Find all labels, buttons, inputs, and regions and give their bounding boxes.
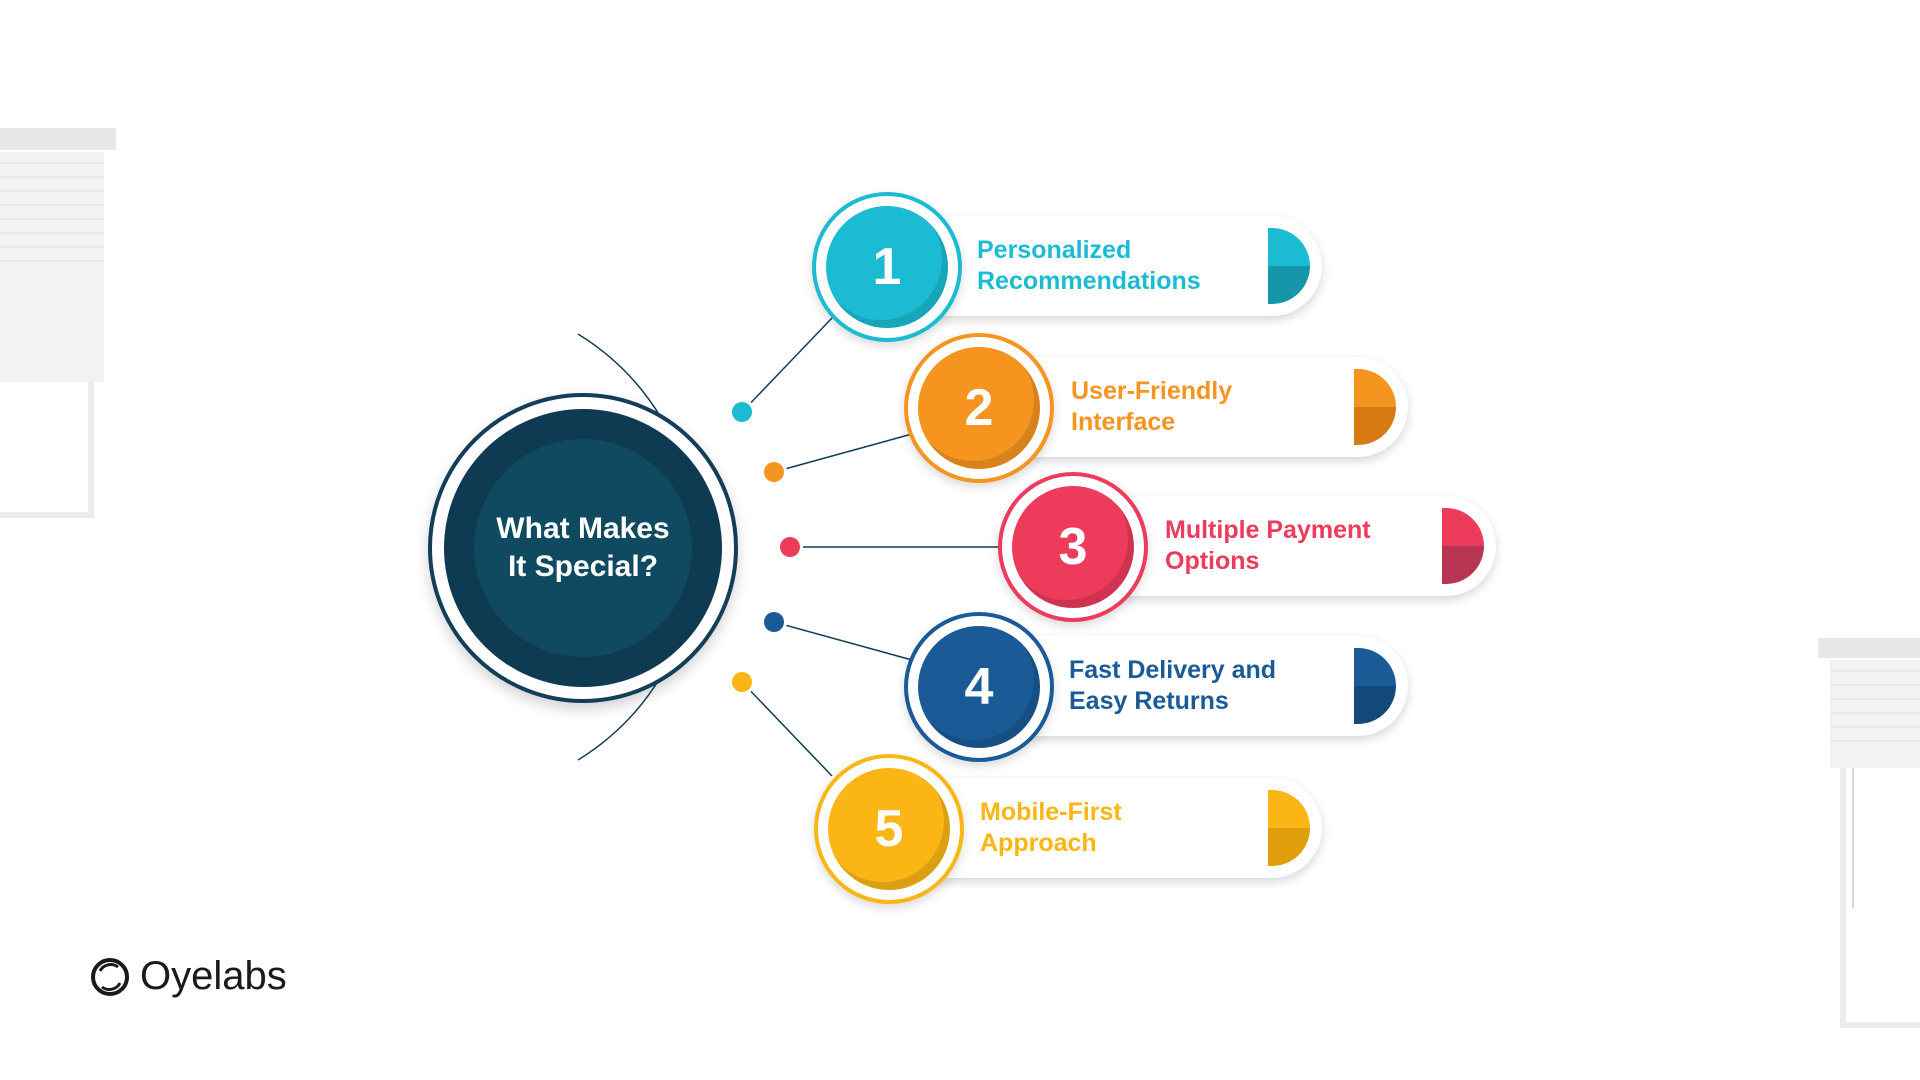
- connector-line-4: [773, 621, 913, 661]
- number-badge-2: 2: [904, 333, 1054, 483]
- brand-logo: Oyelabs: [88, 954, 287, 999]
- feature-item-1: Personalized Recommendations 1: [812, 192, 1322, 342]
- connector-dot-2: [764, 462, 784, 482]
- number-text-1: 1: [872, 238, 902, 296]
- feature-item-3: Multiple Payment Options 3: [998, 472, 1496, 622]
- feature-cap-3: [1442, 508, 1484, 584]
- number-text-2: 2: [964, 379, 994, 437]
- connector-line-5: [741, 681, 833, 777]
- connector-dot-5: [732, 672, 752, 692]
- window-blind-left: [0, 128, 116, 518]
- connector-dot-1: [732, 402, 752, 422]
- feature-cap-1: [1268, 228, 1310, 304]
- window-blind-right: [1818, 638, 1920, 1030]
- feature-label-2: User-Friendly Interface: [1071, 377, 1233, 436]
- feature-label-5: Mobile-First Approach: [980, 798, 1122, 857]
- brand-name: Oyelabs: [140, 954, 287, 998]
- diagram-title: What Makes It Special?: [496, 512, 670, 583]
- feature-item-4: Fast Delivery and Easy Returns 4: [904, 612, 1408, 762]
- connector-line-1: [741, 317, 833, 413]
- number-text-5: 5: [874, 800, 904, 858]
- oyelabs-logo-icon: [91, 957, 129, 996]
- feature-cap-2: [1354, 369, 1396, 445]
- number-badge-5: 5: [814, 754, 964, 904]
- feature-pill-2: User-Friendly Interface: [974, 357, 1408, 457]
- feature-item-5: Mobile-First Approach 5: [814, 754, 1322, 904]
- feature-item-2: User-Friendly Interface 2: [904, 333, 1408, 483]
- connector-dot-3: [780, 537, 800, 557]
- number-badge-4: 4: [904, 612, 1054, 762]
- number-badge-3: 3: [998, 472, 1148, 622]
- feature-label-4: Fast Delivery and Easy Returns: [1069, 656, 1277, 715]
- feature-cap-5: [1268, 790, 1310, 866]
- number-text-3: 3: [1058, 518, 1088, 576]
- number-badge-1: 1: [812, 192, 962, 342]
- center-circle: What Makes It Special?: [428, 393, 738, 703]
- feature-label-3: Multiple Payment Options: [1165, 516, 1371, 575]
- connector-line-2: [773, 433, 913, 473]
- connector-dot-4: [764, 612, 784, 632]
- feature-label-1: Personalized Recommendations: [977, 236, 1201, 295]
- feature-cap-4: [1354, 648, 1396, 724]
- number-text-4: 4: [964, 658, 994, 716]
